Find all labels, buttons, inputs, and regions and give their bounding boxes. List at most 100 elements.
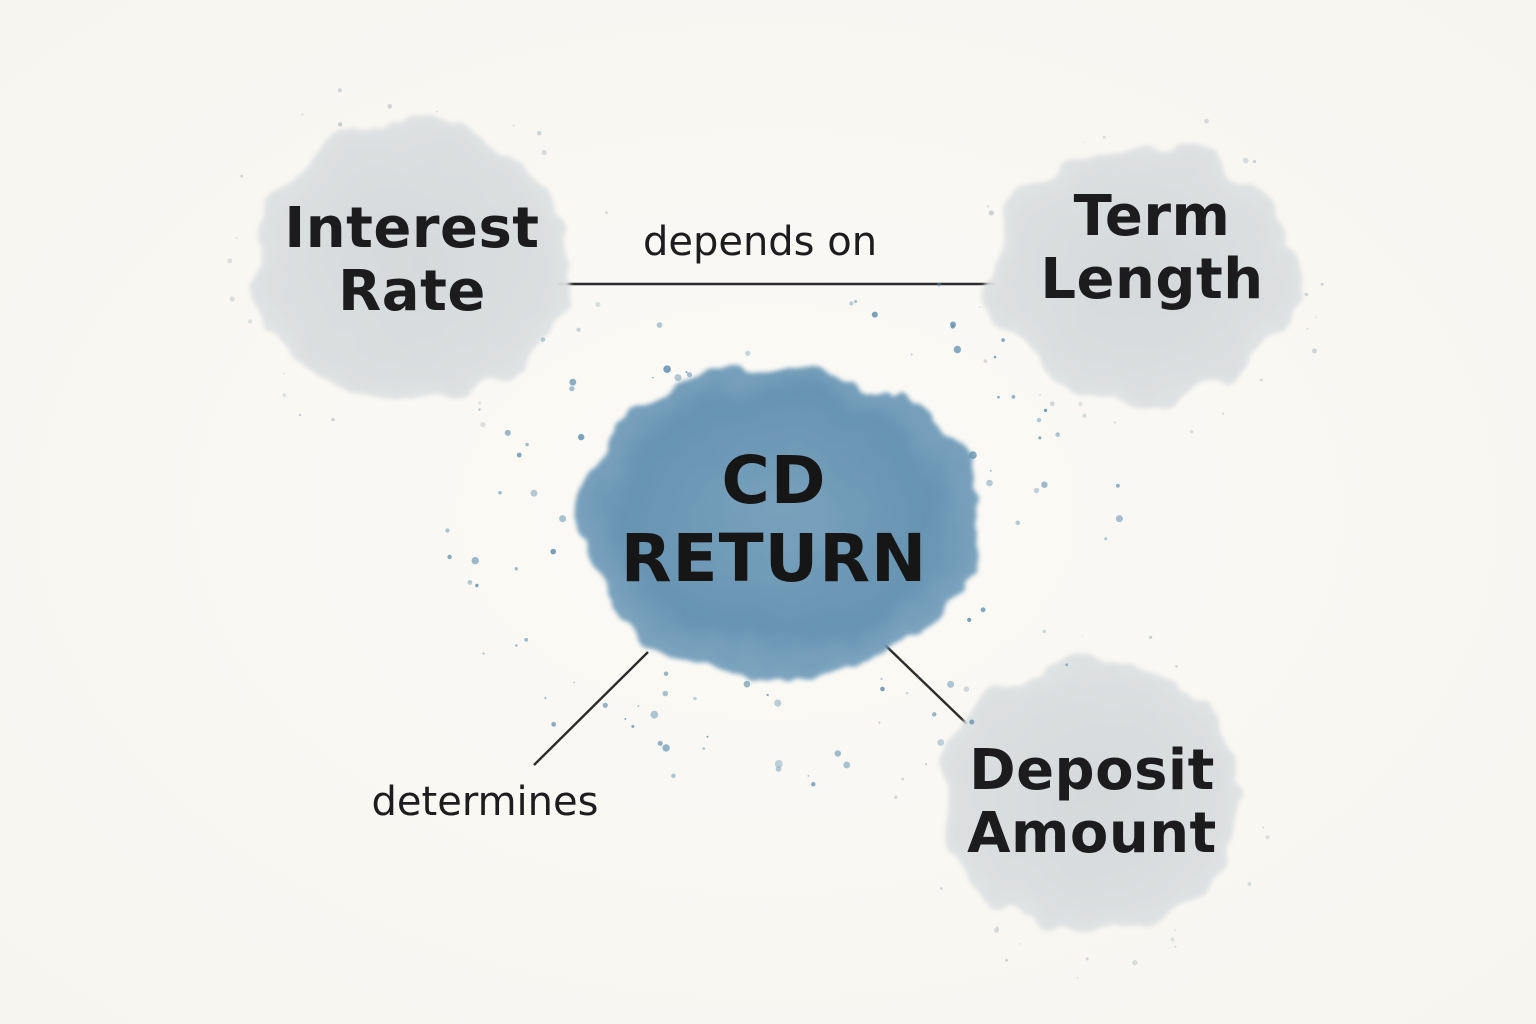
grey-splatter-dot	[1039, 394, 1041, 396]
splatter-dot	[1055, 432, 1060, 437]
splatter-dot	[880, 677, 883, 681]
splatter-dot	[540, 337, 546, 343]
grey-splatter-dot	[512, 124, 515, 127]
grey-splatter-dot	[894, 795, 898, 799]
grey-splatter-dot	[979, 306, 981, 308]
splatter-dot	[578, 433, 585, 441]
grey-splatter-dot	[1076, 977, 1079, 979]
grey-splatter-dot	[541, 150, 547, 156]
splatter-dot	[702, 747, 706, 750]
splatter-dot	[637, 705, 640, 707]
splatter-dot	[514, 567, 518, 571]
splatter-dot	[662, 690, 669, 697]
splatter-dot	[910, 353, 913, 356]
splatter-dot	[1065, 663, 1068, 667]
splatter-dot	[980, 607, 986, 613]
splatter-dot	[849, 301, 854, 306]
splatter-dot	[525, 442, 529, 447]
grey-splatter-dot	[1082, 634, 1084, 637]
grey-splatter-dot	[901, 777, 905, 781]
splatter-dot	[550, 548, 556, 555]
node-interest-rate-line2: Rate	[338, 258, 486, 324]
splatter-dot	[1033, 487, 1040, 494]
splatter-dot	[602, 702, 608, 708]
splatter-dot	[937, 739, 945, 746]
grey-splatter-dot	[387, 104, 393, 109]
splatter-dot	[478, 408, 481, 411]
splatter-dot	[743, 680, 751, 688]
node-term-length: Term Length	[1002, 184, 1302, 312]
splatter-dot	[745, 350, 751, 356]
grey-splatter-dot	[478, 401, 482, 405]
splatter-dot	[766, 693, 769, 697]
grey-splatter-dot	[595, 302, 601, 307]
grey-splatter-dot	[986, 205, 990, 208]
grey-splatter-dot	[605, 211, 608, 214]
grey-splatter-dot	[1247, 882, 1252, 886]
splatter-dot	[624, 718, 627, 720]
splatter-dot	[878, 721, 881, 724]
splatter-dot	[1015, 520, 1021, 526]
grey-splatter-dot	[993, 927, 1000, 933]
splatter-dot	[515, 644, 518, 647]
splatter-dot	[871, 311, 878, 318]
grey-splatter-dot	[1265, 835, 1270, 840]
watercolor-splatter	[445, 282, 1123, 787]
grey-splatter-dot	[940, 887, 943, 890]
splatter-dot	[993, 355, 997, 359]
splatter-dot	[997, 395, 1000, 399]
splatter-dot	[937, 282, 942, 287]
grey-splatter-dot	[1148, 635, 1153, 640]
grey-splatter-dot	[1019, 943, 1021, 945]
splatter-dot	[657, 740, 663, 746]
grey-splatter-dot	[1085, 957, 1089, 961]
grey-splatter-dot	[1005, 959, 1008, 962]
grey-splatter-dot	[337, 122, 343, 127]
splatter-dot	[551, 721, 557, 727]
splatter-dot	[475, 583, 479, 588]
deposit-amount-blob	[942, 660, 1242, 936]
splatter-dot	[652, 376, 654, 379]
grey-splatter	[227, 88, 1324, 979]
splatter-dot	[1043, 408, 1048, 413]
grey-splatter-dot	[1304, 292, 1308, 297]
grey-splatter-dot	[1222, 412, 1225, 415]
edge-label-depends-on: depends on	[642, 219, 878, 265]
grey-splatter-dot	[1049, 401, 1055, 407]
splatter-dot	[686, 372, 693, 378]
grey-splatter-dot	[1175, 665, 1178, 668]
grey-splatter-dot	[1306, 328, 1308, 330]
splatter-dot	[530, 489, 538, 497]
grey-splatter-dot	[1252, 159, 1257, 164]
splatter-dot	[663, 365, 671, 374]
splatter-dot	[843, 761, 851, 769]
grey-splatter-dot	[283, 372, 285, 375]
splatter-dot	[706, 735, 709, 738]
splatter-dot	[807, 775, 810, 777]
splatter-dot	[662, 744, 670, 752]
splatter-dot	[663, 671, 669, 677]
grey-splatter-dot	[1082, 413, 1087, 418]
grey-splatter-dot	[436, 110, 438, 113]
grey-splatter-dot	[576, 327, 581, 332]
splatter-dot	[544, 697, 547, 700]
splatter-dot	[905, 692, 909, 695]
splatter-dot	[467, 580, 473, 585]
splatter-dot	[775, 766, 782, 772]
grey-splatter-dot	[480, 422, 486, 428]
grey-splatter-dot	[1102, 135, 1106, 139]
node-term-length-line2: Length	[1040, 246, 1264, 312]
splatter-dot	[969, 719, 975, 725]
node-deposit-amount-line2: Amount	[967, 800, 1217, 866]
grey-splatter-dot	[1242, 157, 1249, 164]
node-term-length-line1: Term	[1073, 184, 1231, 249]
grey-splatter-dot	[1259, 378, 1263, 382]
node-deposit-amount: Deposit Amount	[942, 739, 1242, 866]
grey-splatter-dot	[537, 131, 542, 136]
grey-splatter-dot	[1174, 929, 1176, 931]
splatter-dot	[573, 681, 575, 684]
node-cd-return-line1: CD	[721, 442, 827, 519]
grey-splatter-dot	[1170, 937, 1175, 942]
